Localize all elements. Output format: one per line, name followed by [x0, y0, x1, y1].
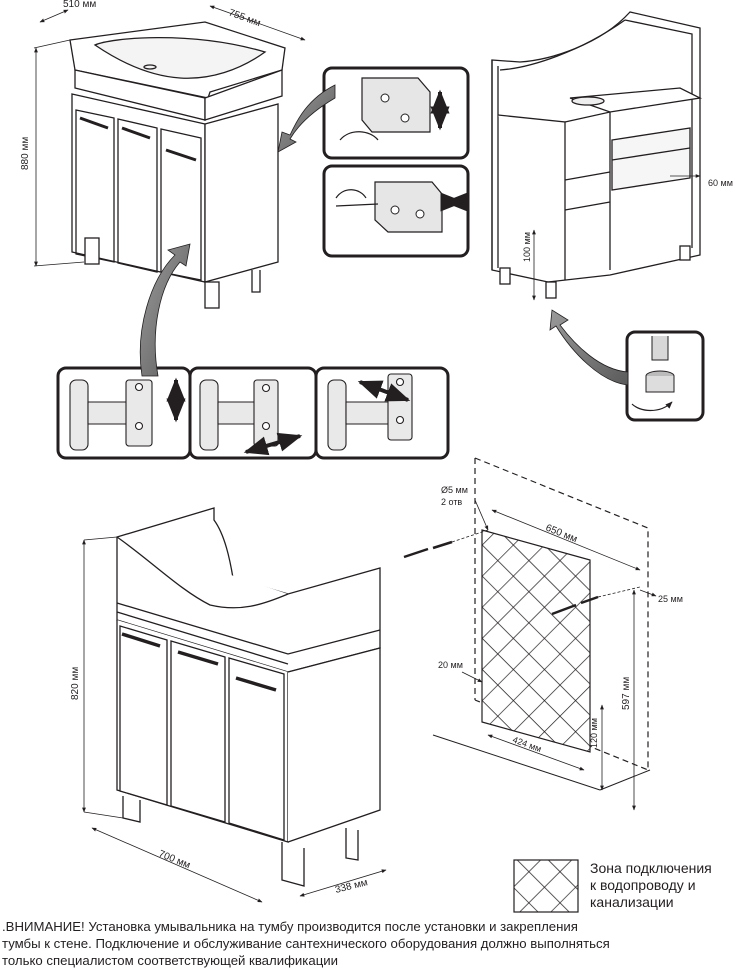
dim-frame-leg: 100 мм [522, 232, 532, 262]
legend-line-3: канализации [590, 894, 674, 910]
leg-adjust-detail [625, 330, 705, 422]
frame-dimension-lines [532, 174, 701, 301]
arrow-leg-to-frame [549, 309, 629, 386]
zone-dimension-lines [461, 499, 657, 811]
dim-top-width: 755 мм [227, 7, 262, 29]
dim-zone-bottom-offset: 120 мм [589, 718, 599, 748]
dim-top-height: 880 мм [20, 137, 31, 170]
dim-hole-diameter: Ø5 мм [441, 485, 468, 495]
legend-hatch-swatch [513, 859, 579, 913]
legend: Зона подключения к водопроводу и канализ… [590, 860, 740, 911]
cabinet-body [116, 507, 381, 887]
warning-line-1: .ВНИМАНИЕ! Установка умывальника на тумб… [2, 919, 578, 934]
dim-zone-width: 650 мм [544, 523, 579, 546]
dim-hole-count: 2 отв [441, 497, 462, 507]
cabinet-dimension-lines [82, 536, 387, 903]
bracket-detail-upper [322, 66, 470, 160]
dim-zone-height: 597 мм [621, 677, 632, 710]
hinge-detail-strip [56, 366, 450, 460]
dim-bottom-width: 700 мм [157, 849, 192, 872]
arrow-bracket-to-vanity [277, 84, 336, 153]
legend-line-2: к водопроводу и [590, 877, 696, 893]
dim-zone-top-offset: 25 мм [658, 594, 683, 604]
vanity-with-sink [69, 21, 286, 309]
dim-frame-gap: 60 мм [708, 178, 733, 188]
warning-line-3: только специалистом соответствующей квал… [2, 953, 338, 968]
connection-zone-hatch [481, 529, 591, 753]
open-frame [491, 11, 703, 299]
arrow-hinge-to-vanity [139, 243, 191, 377]
dim-bottom-height: 820 мм [70, 667, 81, 700]
legend-line-1: Зона подключения [590, 860, 712, 876]
dim-zone-left-offset: 20 мм [438, 660, 463, 670]
warning-note: .ВНИМАНИЕ! Установка умывальника на тумб… [2, 918, 741, 969]
dim-top-depth: 510 мм [63, 0, 96, 10]
top-dimension-lines [33, 5, 306, 267]
bracket-detail-lower [322, 164, 470, 258]
warning-line-2: тумбы к стене. Подключение и обслуживани… [2, 936, 610, 951]
dim-bottom-depth: 338 мм [334, 877, 369, 896]
